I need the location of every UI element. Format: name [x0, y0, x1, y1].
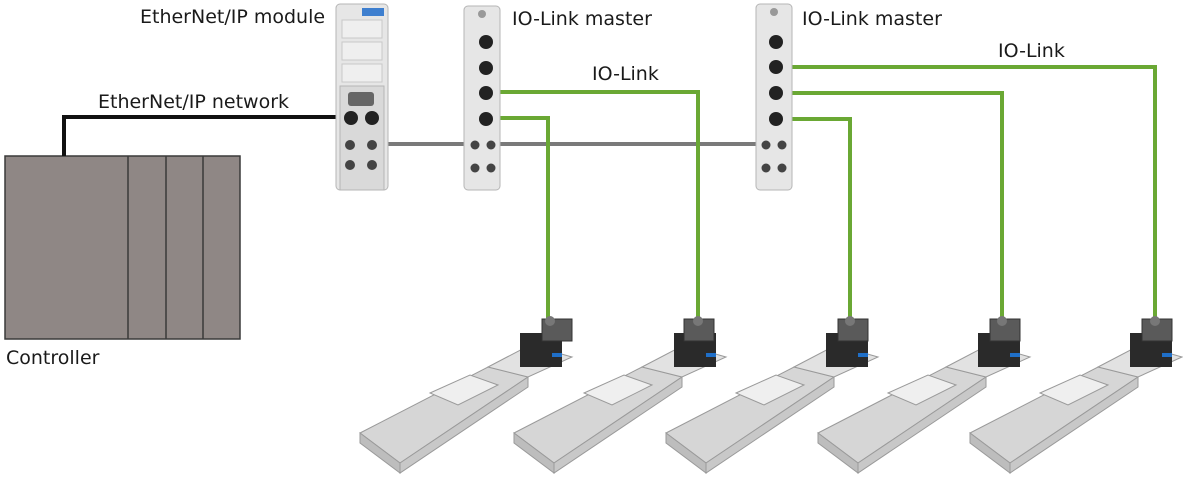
actuator-1: [359, 316, 574, 474]
io-link-cable-3: [778, 65, 1157, 320]
io-link-master-2: [755, 3, 793, 191]
io-link-label-2: IO-Link: [998, 40, 1065, 62]
actuator-3: [665, 316, 880, 474]
io-link-master-1-label: IO-Link master: [512, 8, 652, 30]
actuator-2: [513, 316, 728, 474]
io-link-label-1: IO-Link: [592, 63, 659, 85]
controller: [4, 155, 241, 340]
ethernet-ip-module-label: EtherNet/IP module: [140, 6, 326, 28]
ethernet-ip-network-label: EtherNet/IP network: [98, 91, 290, 113]
actuator-5: [969, 316, 1183, 474]
actuator-4: [817, 316, 1032, 474]
io-link-cable-2: [488, 116, 550, 320]
io-link-master-1: [463, 5, 501, 191]
io-link-master-2-label: IO-Link master: [802, 8, 942, 30]
ethernet-ip-cable: [62, 115, 350, 156]
io-link-cable-1: [488, 90, 700, 320]
ethernet-ip-module: [335, 3, 389, 191]
io-link-cable-4: [778, 91, 1004, 320]
controller-label: Controller: [6, 347, 100, 369]
io-link-cable-5: [778, 117, 852, 320]
